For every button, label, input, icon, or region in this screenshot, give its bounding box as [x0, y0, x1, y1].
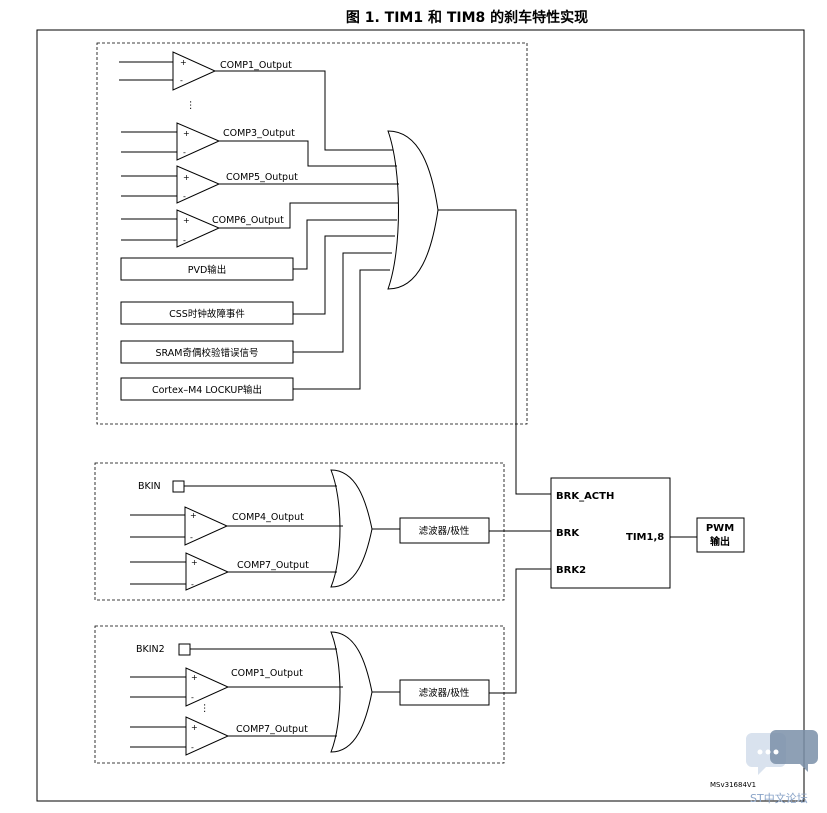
comp1b-label: COMP1_Output — [231, 668, 303, 679]
comp7b-label: COMP7_Output — [236, 724, 308, 735]
filter-label-2: 滤波器/极性 — [419, 687, 470, 699]
bkin2-label: BKIN2 — [136, 644, 165, 655]
comparator-3-plus: + — [183, 129, 190, 138]
pvd-label: PVD输出 — [188, 264, 227, 276]
or-gate-3 — [330, 631, 373, 753]
chat-bubble-back-icon — [770, 730, 818, 772]
comparator-6-minus: - — [183, 236, 186, 245]
group3-box — [94, 625, 505, 764]
comparator-7-minus: - — [191, 580, 194, 589]
brk-label: BRK — [556, 528, 580, 539]
comparator-1 — [172, 51, 217, 91]
comparator-1-minus: - — [180, 76, 183, 85]
pwm-output-box — [696, 517, 745, 553]
comp1-label: COMP1_Output — [220, 60, 292, 71]
comparator-7b-minus: - — [191, 743, 194, 752]
pwm-label: PWM — [706, 523, 734, 534]
css-box — [120, 301, 294, 325]
comp7-label: COMP7_Output — [237, 560, 309, 571]
figure-title: 图 1. TIM1 和 TIM8 的刹车特性实现 — [346, 9, 588, 26]
group1-ellipsis: ⋮ — [186, 100, 196, 111]
sram-label: SRAM奇偶校验错误信号 — [156, 347, 259, 359]
output-label: 输出 — [710, 535, 730, 548]
brk2-label: BRK2 — [556, 565, 586, 576]
comparator-7 — [185, 552, 230, 591]
comparator-6 — [176, 209, 221, 248]
comparator-3-minus: - — [183, 148, 186, 157]
group3-ellipsis: ⋮ — [200, 703, 210, 714]
comparator-1b-plus: + — [191, 673, 198, 682]
group3 — [130, 568, 551, 756]
diagram-id: MSv31684V1 — [710, 781, 756, 789]
comp5-label: COMP5_Output — [226, 172, 298, 183]
group1-box — [96, 42, 528, 425]
comparator-7b — [185, 716, 230, 756]
timer-name: TIM1,8 — [626, 532, 664, 543]
bkin-pin — [172, 480, 185, 493]
watermark: ST中文论坛 — [746, 730, 818, 805]
or-gate-2 — [330, 469, 373, 588]
comparator-4 — [184, 506, 229, 546]
timer-block — [550, 477, 671, 589]
comparator-4-minus: - — [190, 533, 193, 542]
comparator-6-plus: + — [183, 216, 190, 225]
comparator-3 — [176, 122, 221, 161]
group1 — [119, 51, 551, 495]
bkin-label: BKIN — [138, 481, 161, 492]
group2 — [130, 469, 551, 591]
comp6-label: COMP6_Output — [212, 215, 284, 226]
comparator-7b-plus: + — [191, 723, 198, 732]
comp3-label: COMP3_Output — [223, 128, 295, 139]
comp4-label: COMP4_Output — [232, 512, 304, 523]
filter-label-1: 滤波器/极性 — [419, 525, 470, 537]
brk-acth-label: BRK_ACTH — [556, 491, 614, 502]
comparator-4-plus: + — [190, 511, 197, 520]
comparator-1b-minus: - — [191, 693, 194, 702]
bkin2-pin — [178, 643, 191, 656]
watermark-text: ST中文论坛 — [750, 791, 808, 805]
or-gate-1 — [387, 130, 439, 290]
comparator-5 — [176, 165, 221, 204]
outer-frame — [36, 29, 805, 802]
comparator-1b — [185, 667, 230, 707]
css-label: CSS时钟故障事件 — [169, 308, 245, 320]
lockup-label: Cortex–M4 LOCKUP输出 — [152, 384, 262, 396]
comparator-1-plus: + — [180, 58, 187, 67]
comparator-7-plus: + — [191, 558, 198, 567]
comparator-5-plus: + — [183, 173, 190, 182]
comparator-5-minus: - — [183, 192, 186, 201]
